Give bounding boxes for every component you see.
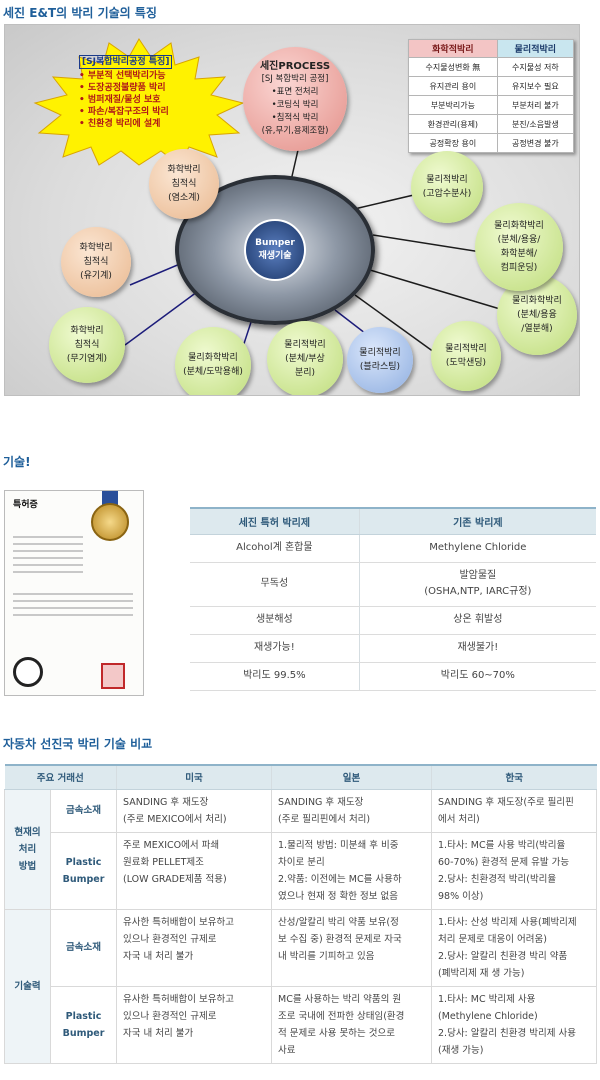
section-title-comparison: 자동차 선진국 박리 기술 비교 [3, 737, 153, 751]
table-cell: 박리도 99.5% [190, 662, 360, 691]
table-cell: SANDING 후 재도장(주로 필리핀에서 처리) [271, 788, 433, 833]
header-korea: 한국 [431, 764, 597, 790]
table-cell: 1.타사: MC 박리제 사용(Methylene Chloride)2.당사:… [431, 985, 598, 1064]
legend-cell: 환경관리(용제) [408, 114, 498, 134]
header-japan: 일본 [271, 764, 432, 790]
center-label: Bumper 재생기술 [244, 219, 306, 281]
certificate-title: 특허증 [13, 500, 38, 510]
table-cell: 상온 휘발성 [358, 606, 596, 635]
sub-metal: 금속소재 [49, 908, 118, 987]
header-usa: 미국 [116, 764, 272, 790]
round-stamp-icon [13, 657, 43, 687]
legend-cell: 부분처리 불가 [496, 95, 575, 115]
feature-heading: [SJ복합박리공정 특징] [79, 55, 173, 69]
legend-cell: 수지물성 저하 [496, 57, 575, 77]
table-cell: Methylene Chloride [358, 534, 596, 563]
certificate-body-lines [13, 593, 133, 616]
header-main-clients: 주요 거래선 [4, 764, 117, 790]
table-cell: 재생불가! [358, 634, 596, 663]
legend-cell: 유지관리 용이 [408, 76, 498, 96]
table-cell: 박리도 60~70% [358, 662, 596, 691]
bubble-physchem-powder-dissolve: 물리화학박리(분체/도막용해) [175, 327, 251, 395]
sub-plastic-bumper: Plastic Bumper [49, 985, 118, 1064]
feature-item: • 파손/복잡구조의 박리 [79, 107, 169, 117]
table-cell: Alcohol계 혼합물 [190, 534, 360, 563]
table-cell: SANDING 후 재도장(주로 MEXICO에서 처리) [116, 788, 273, 833]
table-cell: 재생가능! [190, 634, 360, 663]
patent-certificate: 특허증 [4, 490, 144, 696]
legend-cell: 유지보수 필요 [496, 76, 575, 96]
header-existing: 기존 박리제 [358, 507, 596, 535]
legend-header-chemical: 화학적박리 [408, 39, 498, 58]
bubble-physchem-compounding: 물리화학박리(분체/용융/화학분해/컴피운딩) [475, 203, 563, 291]
red-seal-icon [101, 663, 125, 689]
section-title-technology: 기술! [3, 455, 31, 469]
header-sejin: 세진 특허 박리제 [190, 507, 360, 535]
process-bubble: 세진PROCESS [SJ 복합박리 공정] •표면 전처리 •코팅식 박리 •… [243, 47, 347, 151]
legend-cell: 부분박리가능 [408, 95, 498, 115]
table-cell: 무독성 [190, 562, 360, 607]
group-current-method: 현재의 처리 방법 [4, 788, 51, 910]
country-comparison-table: 주요 거래선 미국 일본 한국 현재의 처리 방법 금속소재 SANDING 후… [4, 764, 598, 1064]
legend-cell: 분진/소음발생 [496, 114, 575, 134]
legend-cell: 수지물성변화 無 [408, 57, 498, 77]
certificate-text-lines [13, 536, 83, 573]
legend-cell: 공정변경 불가 [496, 133, 575, 153]
bubble-phys-sanding: 물리적박리(도막샌딩) [431, 321, 501, 391]
sub-plastic-bumper: Plastic Bumper [49, 831, 118, 910]
gold-seal-icon [91, 503, 129, 541]
bubble-phys-waterjet: 물리적박리(고압수분사) [411, 151, 483, 223]
feature-item: • 도장공정불량품 박리 [79, 83, 166, 93]
group-technology: 기술력 [4, 908, 51, 1064]
feature-starburst [33, 38, 245, 166]
sub-metal: 금속소재 [49, 788, 118, 833]
feature-list: [SJ복합박리공정 특징] • 부분적 선택박리가능 • 도장공정불량품 박리 … [79, 55, 173, 130]
feature-item: • 부분적 선택박리가능 [79, 71, 166, 81]
table-cell: 생분해성 [190, 606, 360, 635]
table-cell: 발암물질 (OSHA,NTP, IARC규정) [358, 562, 596, 607]
bubble-phys-blasting: 물리적박리(블라스팅) [347, 327, 413, 393]
legend-cell: 공정확장 용이 [408, 133, 498, 153]
legend-header-physical: 물리적박리 [496, 39, 575, 58]
feature-item: • 범퍼재질/물성 보호 [79, 95, 161, 105]
feature-item: • 친환경 박리에 설계 [79, 119, 161, 129]
feature-infographic: [SJ복합박리공정 특징] • 부분적 선택박리가능 • 도장공정불량품 박리 … [4, 24, 580, 396]
section-title-features: 세진 E&T의 박리 기술의 특징 [3, 6, 157, 20]
